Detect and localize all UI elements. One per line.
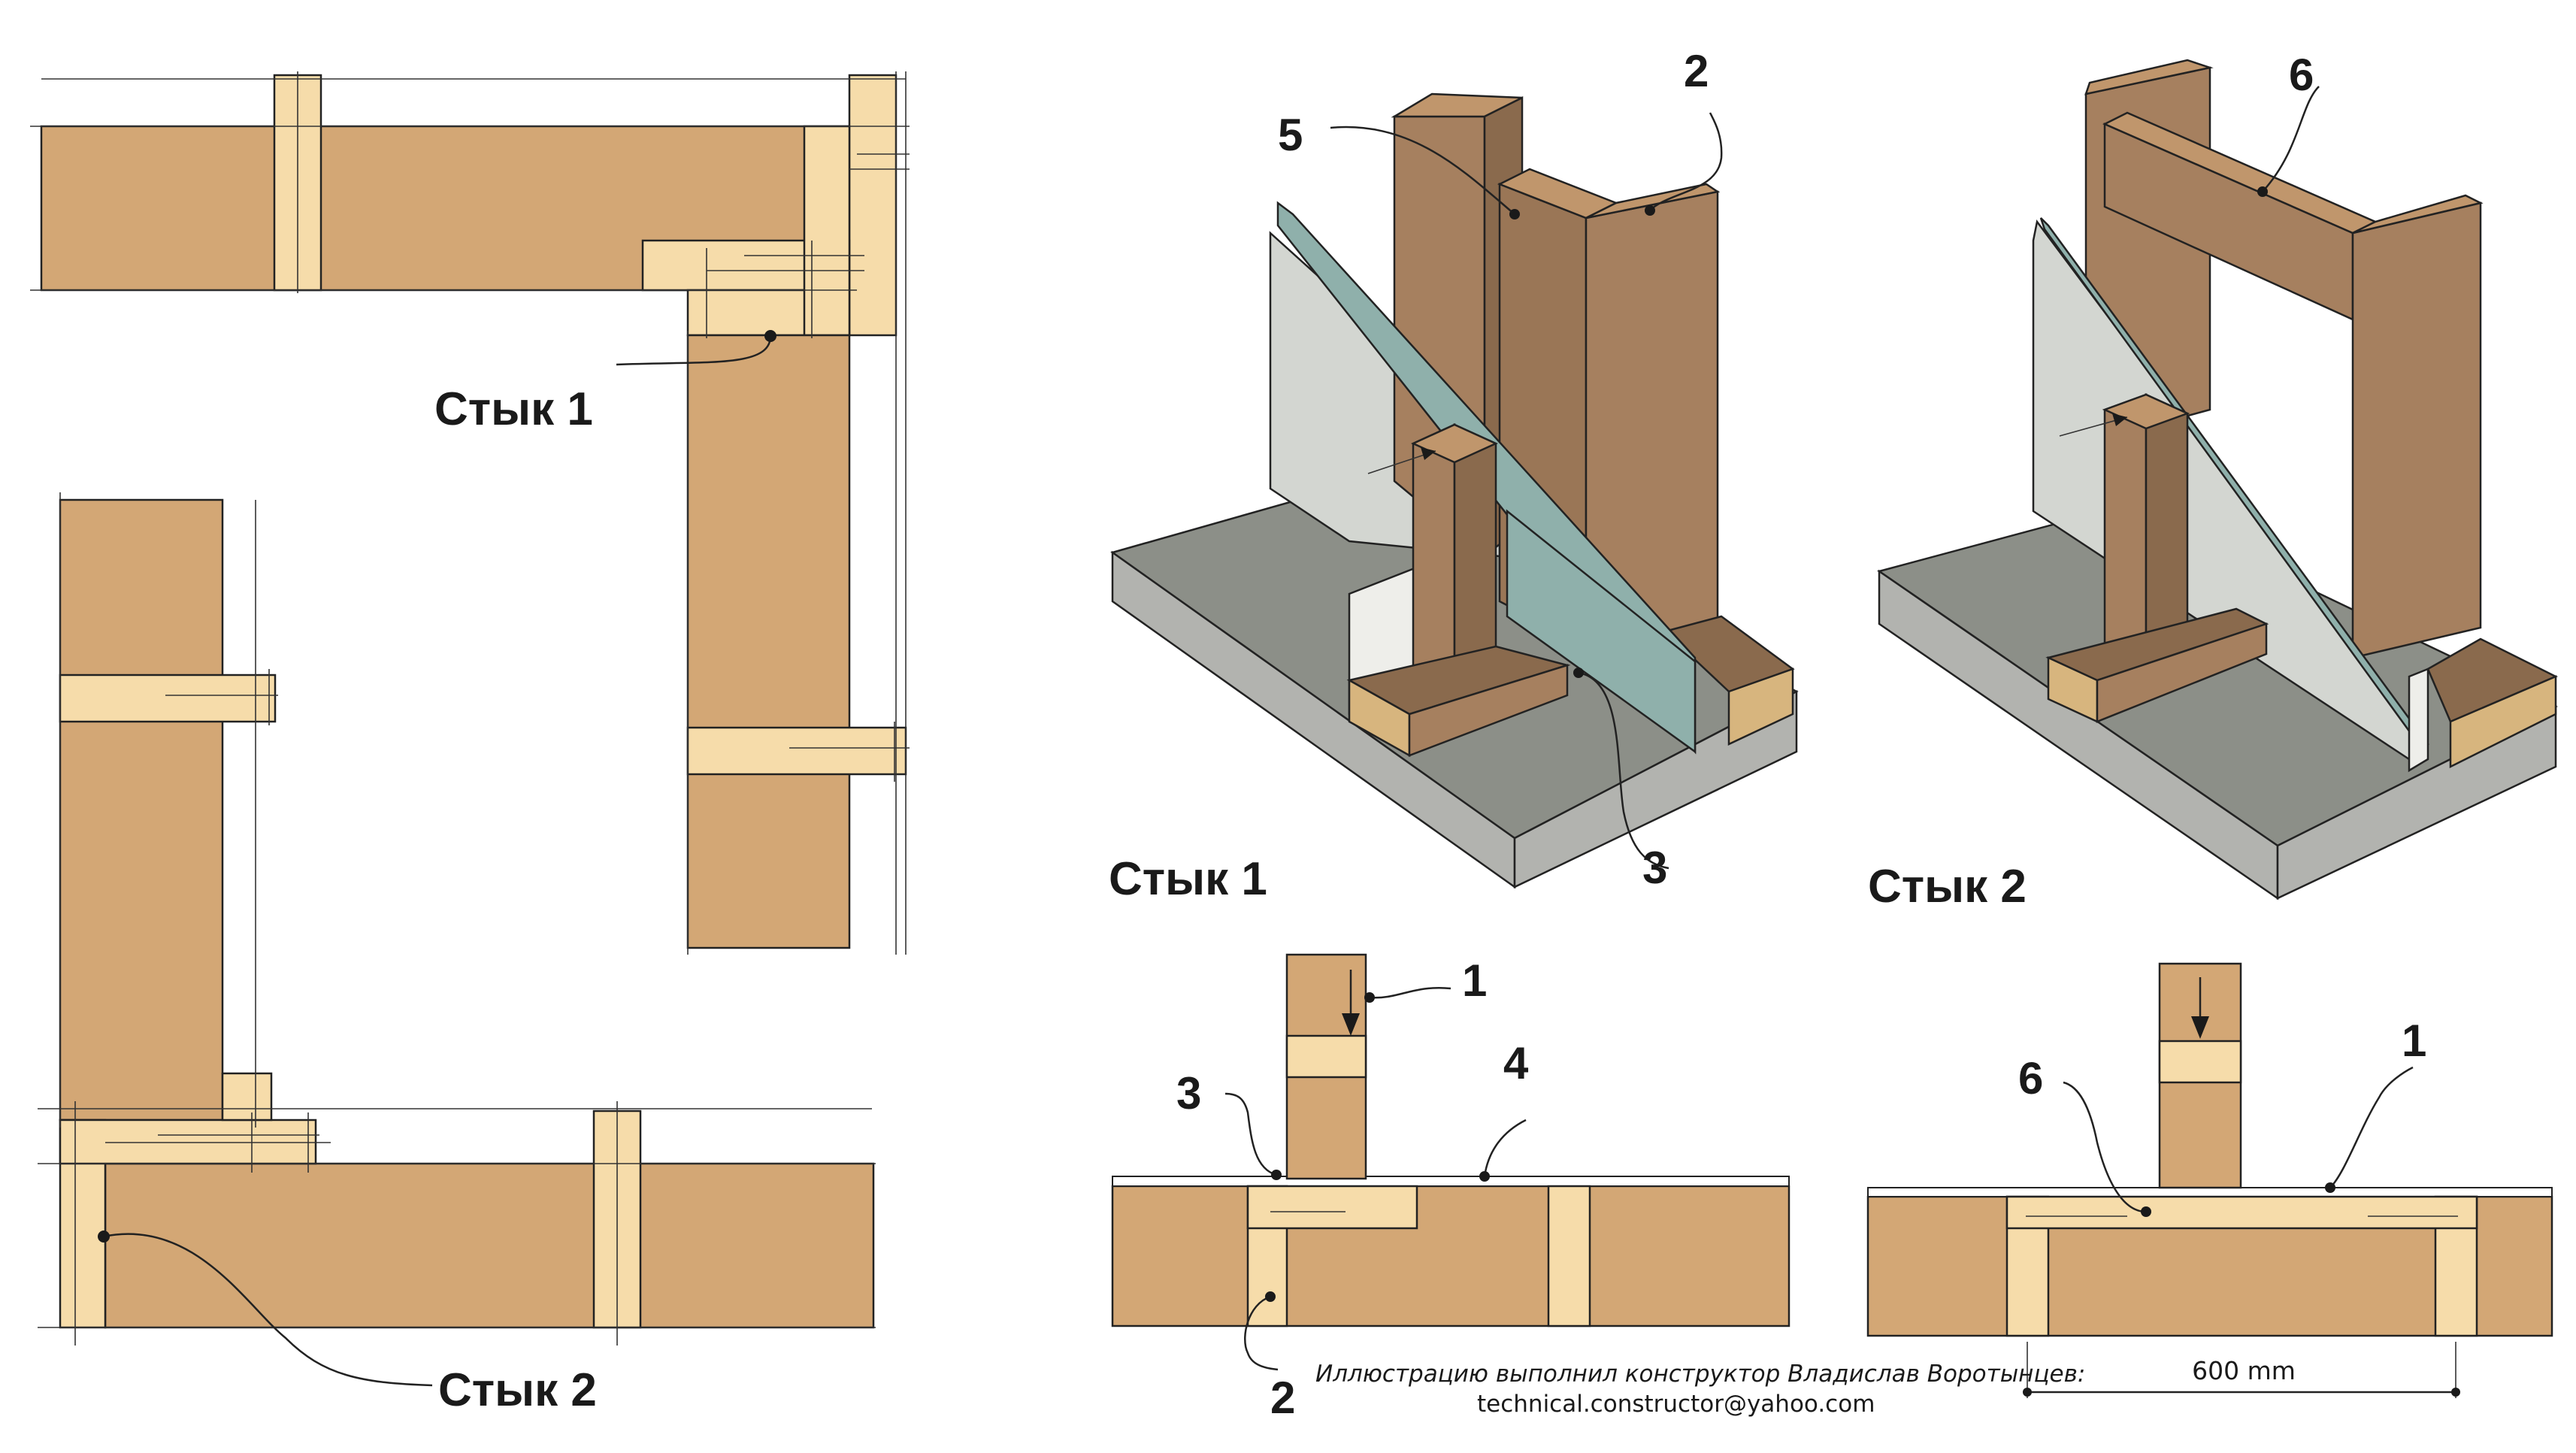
sec1-label-2: 2 <box>1270 1373 1295 1423</box>
sec2-dim-dot-right <box>2451 1388 2460 1397</box>
sec1-arrow-head <box>1342 1013 1360 1036</box>
section-joint1: 1 3 4 2 <box>1111 953 1790 1423</box>
sec1-membrane-strip <box>1112 1176 1790 1187</box>
sec1-label-1: 1 <box>1462 955 1487 1006</box>
sec1-leader-1 <box>1369 986 1451 999</box>
iso1-leader-5 <box>1330 126 1515 215</box>
sec1-label-3: 3 <box>1176 1068 1201 1119</box>
plan-right-stud <box>686 726 907 776</box>
plan-view: Стык 1 Стык 2 <box>30 71 910 1416</box>
iso2-post-right-front <box>2351 201 2482 659</box>
iso2-stud-side <box>2145 393 2189 648</box>
iso2-label-joint2: Стык 2 <box>1868 861 2027 913</box>
iso2-leader-6-dot <box>2257 186 2268 197</box>
iso1-leader-3 <box>1578 671 1669 870</box>
iso1-arrow-head <box>1421 447 1436 460</box>
sec1-stud <box>1547 1185 1591 1327</box>
iso1-label-3: 3 <box>1642 843 1667 893</box>
sec1-post-block <box>1246 1185 1418 1230</box>
iso2-arrow-head <box>2112 413 2127 426</box>
sec1-cross-stud <box>1285 1034 1367 1079</box>
plan-leader-joint1 <box>616 335 772 366</box>
plan-leader-joint2-dot <box>98 1231 110 1243</box>
sec2-cross-stud <box>2158 1040 2242 1084</box>
iso1-label-joint1: Стык 1 <box>1109 853 1267 905</box>
iso1-membrane-panel <box>1506 509 1697 754</box>
sec1-wall-main <box>1111 1185 1790 1327</box>
plan-corner-post-top <box>848 74 898 337</box>
iso2-stud-front <box>2103 393 2148 663</box>
sec1-leader-3 <box>1224 1092 1277 1176</box>
iso1-plate-side <box>1408 664 1569 757</box>
iso1-sill-front <box>1727 667 1794 746</box>
plan-corner2-block-2 <box>221 1072 273 1122</box>
iso2-plate-side <box>2096 622 2268 723</box>
sec2-leader-1 <box>2329 1066 2414 1188</box>
iso1-leader-2-dot <box>1645 205 1655 216</box>
iso1-leader-3-dot <box>1573 667 1584 678</box>
sec1-label-4: 4 <box>1503 1038 1529 1088</box>
plan-right-wall <box>686 334 851 949</box>
iso2-gypsum-edge <box>2408 667 2429 773</box>
plan-leader-joint2 <box>103 1233 433 1387</box>
section-joint2: 600 mm 6 1 <box>1866 962 2553 1398</box>
sec2-leader-6 <box>2063 1081 2147 1213</box>
credit-line1: Иллюстрацию выполнил конструктор Владисл… <box>1315 1361 2085 1388</box>
plan-bottom-wall <box>104 1162 875 1329</box>
sec2-label-6: 6 <box>2018 1053 2043 1103</box>
plan-corner2-block <box>59 1119 317 1165</box>
plan-label-joint1: Стык 1 <box>434 383 593 435</box>
sec2-leader-1-dot <box>2325 1182 2335 1193</box>
sec1-leader-4-dot <box>1479 1171 1490 1182</box>
iso1-stud-top <box>1410 423 1499 464</box>
credit-email: technical.constructor@yahoo.com <box>1477 1391 1875 1418</box>
plan-left-wall <box>59 498 224 1122</box>
sec2-arrow-head <box>2191 1016 2209 1039</box>
plan-corner-post-side <box>803 125 851 337</box>
iso2-sill-front <box>2449 675 2557 769</box>
iso1-leader-5-dot <box>1509 209 1520 219</box>
sec2-header-block <box>2005 1195 2478 1230</box>
iso1-label-2: 2 <box>1684 46 1709 96</box>
iso-joint2: 6 Стык 2 <box>1868 50 2558 913</box>
iso2-post-right-top <box>2352 194 2484 235</box>
iso2-post-left-top <box>2084 59 2214 95</box>
plan-leader-joint1-dot <box>764 330 776 342</box>
sec2-dim-label: 600 mm <box>2192 1356 2296 1385</box>
sec2-membrane-strip <box>1867 1187 2553 1197</box>
iso2-label-6: 6 <box>2289 50 2314 100</box>
sec1-leader-4 <box>1483 1119 1527 1177</box>
iso-joint1: 5 2 3 Стык 1 <box>1109 46 1799 905</box>
plan-label-joint2: Стык 2 <box>438 1364 597 1416</box>
sec2-leader-6-dot <box>2141 1206 2151 1217</box>
iso1-label-5: 5 <box>1278 110 1303 160</box>
sec2-label-1: 1 <box>2402 1016 2426 1066</box>
iso1-leader-2 <box>1649 112 1723 211</box>
sec1-leader-1-dot <box>1364 992 1375 1003</box>
sec2-dim-dot-left <box>2023 1388 2032 1397</box>
sec1-leader-3-dot <box>1271 1170 1282 1180</box>
iso1-slab-side <box>1513 689 1798 888</box>
iso2-leader-6 <box>2262 86 2320 192</box>
iso2-stud-top <box>2102 393 2190 430</box>
sec1-leader-2 <box>1244 1295 1279 1371</box>
plan-left-stud <box>59 674 277 723</box>
plan-construction-lines <box>30 71 910 1346</box>
sec1-leader-2-dot <box>1265 1291 1276 1302</box>
